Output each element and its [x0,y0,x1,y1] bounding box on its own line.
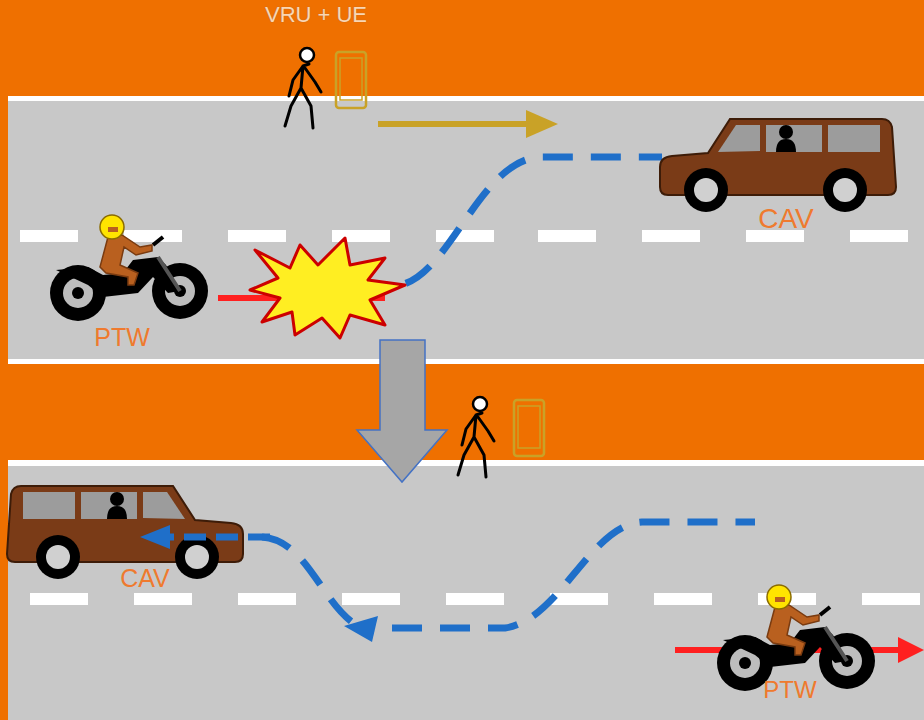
pedestrian-direction-arrow [378,110,558,138]
collision-burst [250,238,405,338]
top-road-part-part [20,230,78,242]
ptw-direction-arrow-part [898,637,924,663]
vehicle-label: CAV [758,205,814,233]
transition-arrow [357,340,447,482]
bottom-road-part-part [654,593,712,605]
vehicle-label: CAV [120,566,170,591]
phone [514,400,544,456]
bottom-road-part-part [342,593,400,605]
top-road-part-part [124,230,182,242]
cav-direction-arrow-part [140,525,170,549]
phone [336,52,366,108]
pedestrian [458,397,494,477]
bottom-road-part-part [862,593,920,605]
cav-path [262,522,755,642]
bottom-road-part-part [30,593,88,605]
bottom-road-part [8,460,924,720]
top-road-part [8,96,924,364]
top-road-part-part [436,230,494,242]
top-road-part-part [850,230,908,242]
top-road-part-part [228,230,286,242]
ue-label: VRU + UE [265,4,367,26]
cav-direction-arrow-part [168,534,270,541]
top-road-part-part [538,230,596,242]
pedestrian-direction-arrow-part [378,121,530,127]
top-road-part-part [642,230,700,242]
bottom-road-part-part [238,593,296,605]
car [660,119,896,212]
pedestrian-direction-arrow-part [526,110,558,138]
motorcycle [50,215,208,321]
bottom-road-part-part [550,593,608,605]
cav-path-part [262,522,755,628]
motorcycle [717,585,875,691]
cav-direction-arrow [140,525,270,549]
vehicle-label: PTW [763,678,816,702]
vehicle-label: PTW [94,325,150,350]
bottom-road-part [8,466,924,720]
cav-path-part [344,616,378,642]
top-road [8,96,924,364]
pedestrian [285,48,321,128]
top-road-part [8,101,924,359]
bottom-road-part-part [446,593,504,605]
bottom-road-part-part [134,593,192,605]
bottom-road [8,460,924,720]
